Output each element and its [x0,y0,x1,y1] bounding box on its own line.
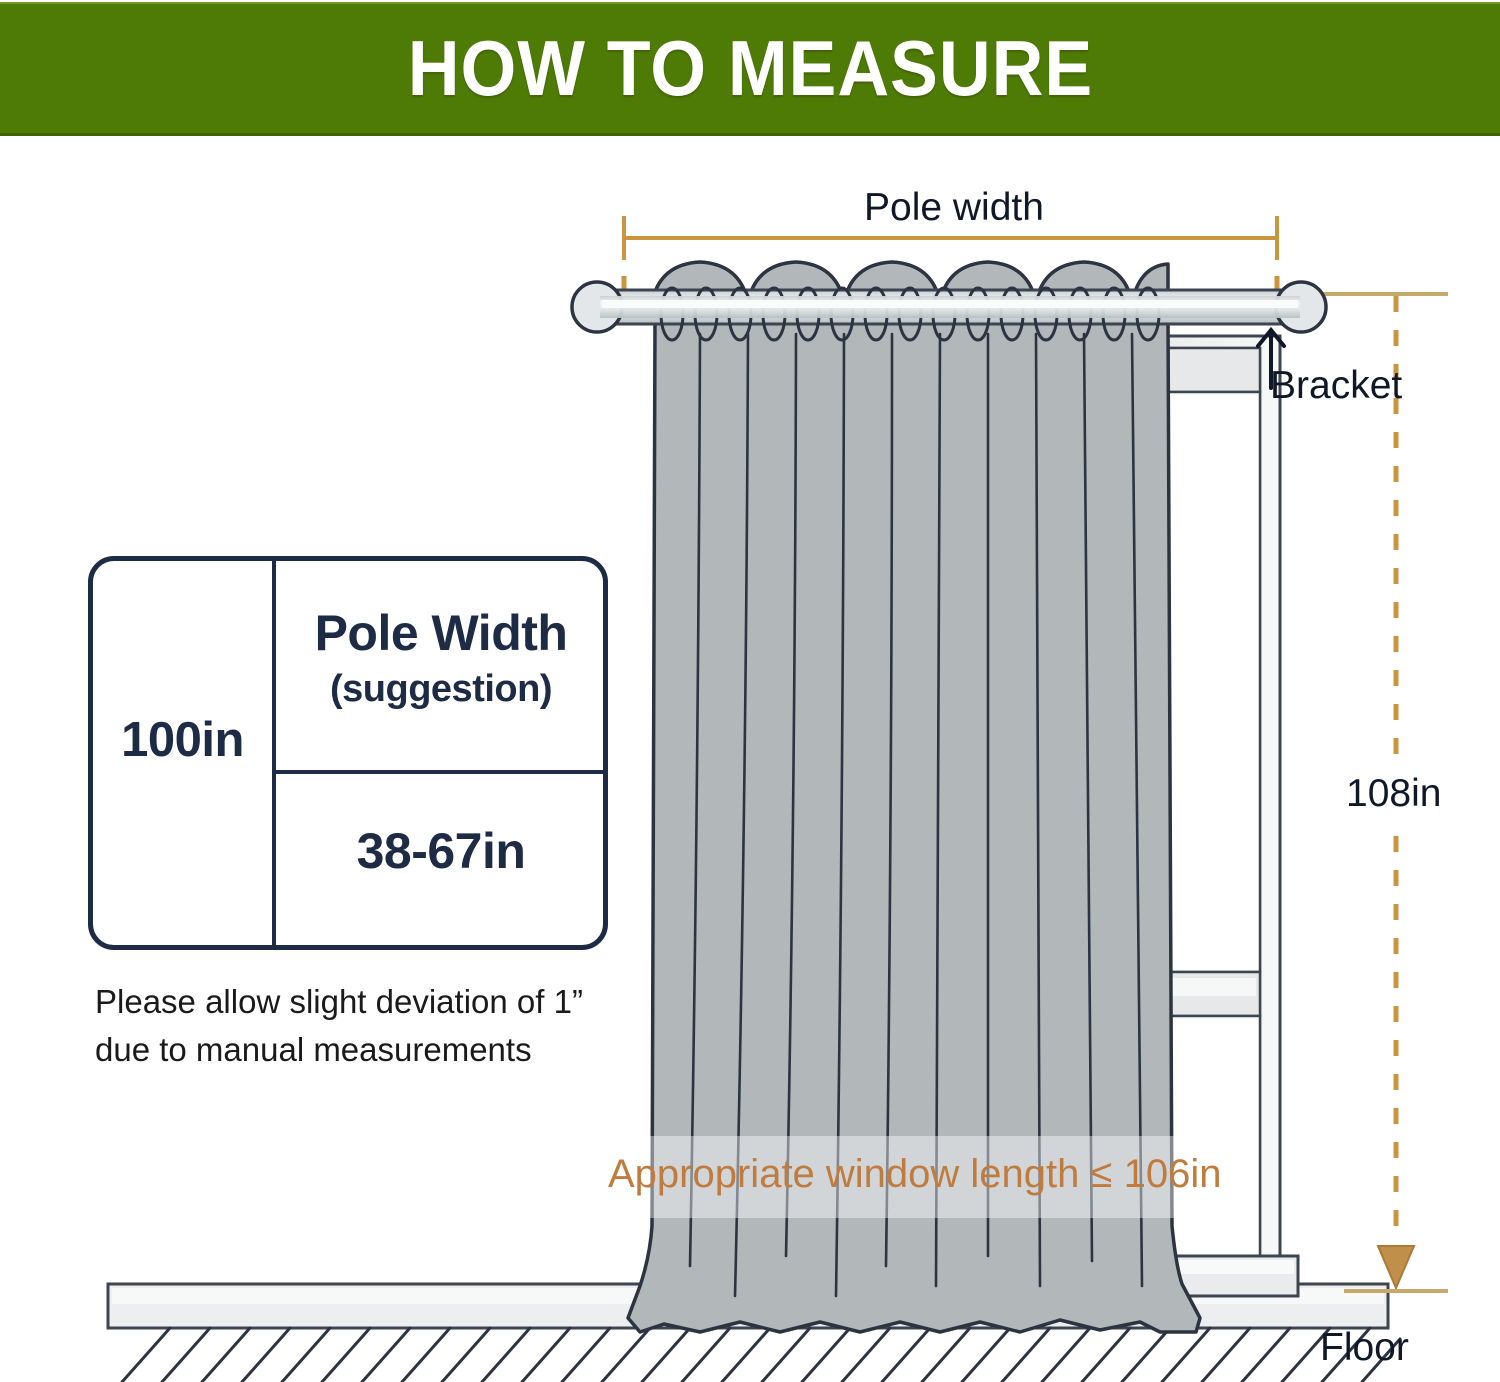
deviation-note-line-2: due to manual measurements [95,1030,532,1068]
floor-pointer-down-arrow-icon [1376,1245,1416,1291]
info-box-panel-width-value: 100in [121,713,244,767]
deviation-note: Please allow slight deviation of 1” due … [95,978,715,1074]
pole-width-dimension [622,216,1279,260]
rod-highlight [602,300,1298,308]
bracket-pointer-up-arrow-icon [1256,326,1286,390]
floor-hatching [120,1326,1402,1382]
info-box-pole-width-range: 38-67in [356,823,526,879]
info-box-pole-width-subtitle: (suggestion) [330,668,552,710]
header-banner: HOW TO MEASURE [0,2,1500,136]
floor-label: Floor [1320,1326,1409,1369]
info-box-horizontal-divider [274,770,606,774]
measurement-info-box [88,556,608,950]
curtain-panel [626,260,1202,1334]
pole-width-label: Pole width [864,186,1044,229]
bracket-label: Bracket [1270,364,1403,407]
measurement-diagram [106,216,1448,1382]
info-box-vertical-divider [272,560,276,946]
info-box-pole-width-title: Pole Width [314,605,568,661]
height-dimension-dashed-line [1344,296,1448,1293]
deviation-note-line-1: Please allow slight deviation of 1” [95,983,583,1020]
window-length-label: Appropriate window length ≤ 106in [608,1152,1222,1196]
height-dimension-label: 108in [1346,772,1442,815]
page-title: HOW TO MEASURE [407,24,1093,112]
